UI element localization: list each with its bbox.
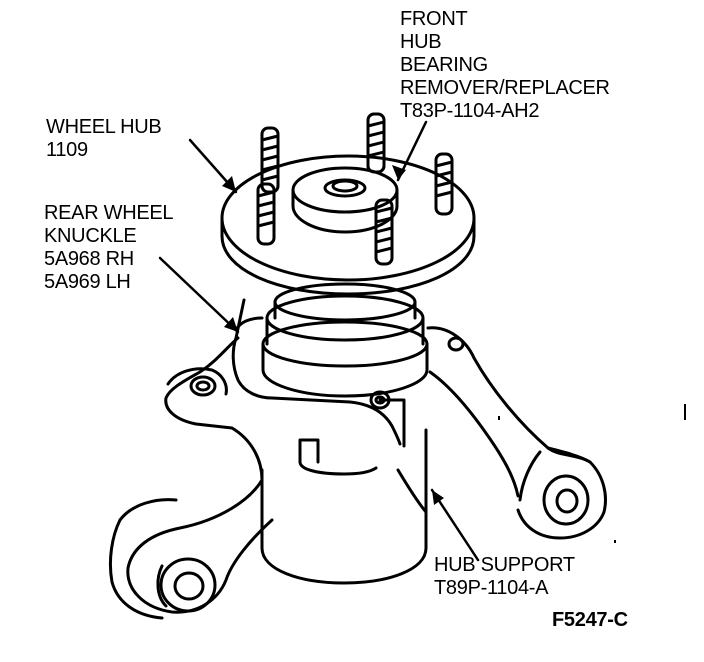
hub-support-label: HUB SUPPORT T89P-1104-A <box>434 554 575 600</box>
label-line: HUB <box>400 31 442 53</box>
arrowhead <box>392 165 406 180</box>
label-line: HUB SUPPORT <box>434 554 575 576</box>
knuckle-leader <box>158 256 240 334</box>
label-line: T89P-1104-A <box>434 577 549 599</box>
label-line: T83P-1104-AH2 <box>400 100 540 122</box>
scan-mark <box>614 540 616 543</box>
arrowhead <box>222 176 236 192</box>
label-line: FRONT <box>400 8 468 30</box>
label-line: BEARING <box>400 54 488 76</box>
hub-support-tool <box>260 428 428 585</box>
bearing-remover-label: FRONT HUB BEARING REMOVER/REPLACER T83P-… <box>400 8 610 123</box>
leader-lines <box>158 120 480 562</box>
scan-mark <box>498 416 500 420</box>
label-line: REAR WHEEL <box>44 202 174 224</box>
figure-id: F5247-C <box>552 609 628 631</box>
scan-mark <box>684 404 686 420</box>
wheel-stud <box>434 152 454 216</box>
wheel-studs <box>256 112 454 266</box>
wheel-stud <box>366 112 386 174</box>
wheel-hub-label: WHEEL HUB 1109 <box>46 116 162 162</box>
hub-support-leader <box>430 488 480 562</box>
wheel-stud <box>374 198 394 266</box>
label-line: 5A968 RH <box>44 248 134 270</box>
label-line: REMOVER/REPLACER <box>400 77 610 99</box>
wheel-stud <box>256 182 276 246</box>
arrowhead <box>432 490 444 505</box>
label-line: 1109 <box>46 139 88 161</box>
label-line: WHEEL HUB <box>46 116 162 138</box>
arrowhead <box>224 317 238 332</box>
wheel-stud <box>260 126 280 194</box>
label-line: KNUCKLE <box>44 225 137 247</box>
bearing-seat <box>261 282 429 398</box>
knuckle-label: REAR WHEEL KNUCKLE 5A968 RH 5A969 LH <box>44 202 174 294</box>
label-line: 5A969 LH <box>44 271 131 293</box>
wheel-hub-flange <box>220 154 476 296</box>
